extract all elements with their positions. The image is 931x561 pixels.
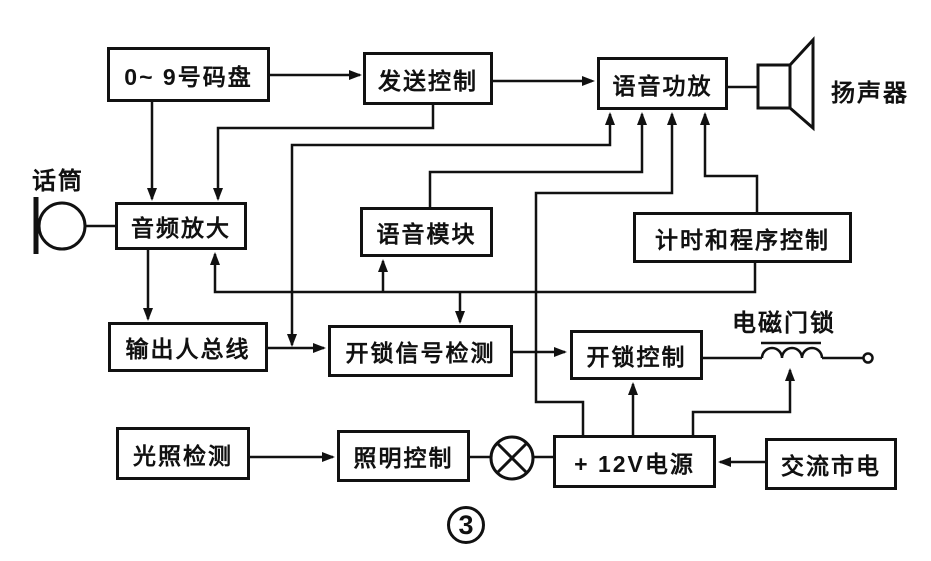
block-unlock-signal-detect-label: 开锁信号检测 — [345, 340, 496, 366]
arrowhead — [322, 452, 335, 462]
door-lock-label-text: 电磁门锁 — [732, 310, 836, 337]
block-dial: 0~ 9号码盘 — [107, 47, 270, 102]
wire-send-to-audioamp — [216, 105, 435, 199]
block-audio-amplifier-label: 音频放大 — [131, 215, 231, 241]
block-light-detect: 光照检测 — [116, 427, 250, 480]
block-send-control: 发送控制 — [363, 52, 493, 105]
figure-number-badge: 3 — [447, 506, 485, 544]
arrowhead — [287, 334, 297, 347]
block-power-12v-label: + 12V电源 — [574, 450, 695, 477]
block-ac-mains: 交流市电 — [765, 438, 897, 490]
wire-bus-to-voiceamp — [290, 114, 612, 345]
arrowhead — [700, 112, 710, 125]
block-io-bus: 输出人总线 — [108, 322, 268, 372]
block-unlock-control: 开锁控制 — [570, 330, 703, 380]
block-ac-mains-label: 交流市电 — [781, 453, 881, 479]
block-voice-module: 语音模块 — [360, 207, 493, 257]
block-audio-amplifier: 音频放大 — [115, 202, 247, 250]
speaker-label-text: 扬声器 — [831, 80, 909, 107]
arrowhead — [378, 259, 388, 272]
microphone-label-text: 话筒 — [32, 168, 84, 195]
arrowhead — [667, 112, 677, 125]
terminal-icon — [862, 352, 874, 364]
arrowhead — [785, 368, 795, 381]
figure-number-text: 3 — [458, 509, 474, 540]
microphone-label: 话筒 — [32, 161, 84, 196]
arrowhead — [313, 343, 326, 353]
arrowhead — [455, 311, 465, 324]
block-power-12v: + 12V电源 — [553, 435, 716, 488]
block-unlock-signal-detect: 开锁信号检测 — [328, 325, 513, 377]
block-lighting-control: 照明控制 — [337, 430, 470, 482]
block-voice-amplifier-label: 语音功放 — [612, 72, 713, 99]
block-lighting-control-label: 照明控制 — [353, 445, 454, 471]
block-dial-label: 0~ 9号码盘 — [124, 63, 253, 90]
block-light-detect-label: 光照检测 — [133, 442, 233, 469]
speaker-label: 扬声器 — [831, 73, 909, 108]
block-io-bus-label: 输出人总线 — [125, 336, 251, 362]
block-voice-amplifier: 语音功放 — [597, 57, 728, 110]
wire-voicemodule-to-voiceamp — [428, 114, 644, 207]
arrowhead — [718, 457, 731, 467]
block-timer-program-control: 计时和程序控制 — [633, 212, 852, 263]
block-voice-module-label: 语音模块 — [376, 221, 477, 247]
arrowhead — [349, 70, 362, 80]
wire-timer-bus-to-audioamp — [213, 254, 757, 294]
lamp-icon — [489, 435, 535, 481]
arrowhead — [210, 252, 220, 265]
wire-power-to-doorlock — [691, 370, 792, 435]
arrowhead — [637, 112, 647, 125]
block-timer-program-control-label: 计时和程序控制 — [655, 226, 830, 253]
door-lock-label: 电磁门锁 — [732, 303, 836, 338]
arrowhead — [147, 188, 157, 201]
block-send-control-label: 发送控制 — [378, 67, 478, 94]
arrowhead — [628, 382, 638, 395]
block-unlock-control-label: 开锁控制 — [586, 344, 687, 370]
door-lock-coil-icon — [760, 341, 874, 364]
arrowhead — [605, 112, 615, 125]
microphone-icon — [33, 197, 87, 254]
arrowhead — [213, 188, 223, 201]
wire-timer-to-voiceamp — [703, 114, 759, 212]
arrowhead — [582, 76, 595, 86]
arrowhead — [554, 347, 567, 357]
wire-power-to-voiceamp — [534, 114, 674, 435]
speaker-icon — [756, 36, 815, 132]
arrowhead — [143, 308, 153, 321]
